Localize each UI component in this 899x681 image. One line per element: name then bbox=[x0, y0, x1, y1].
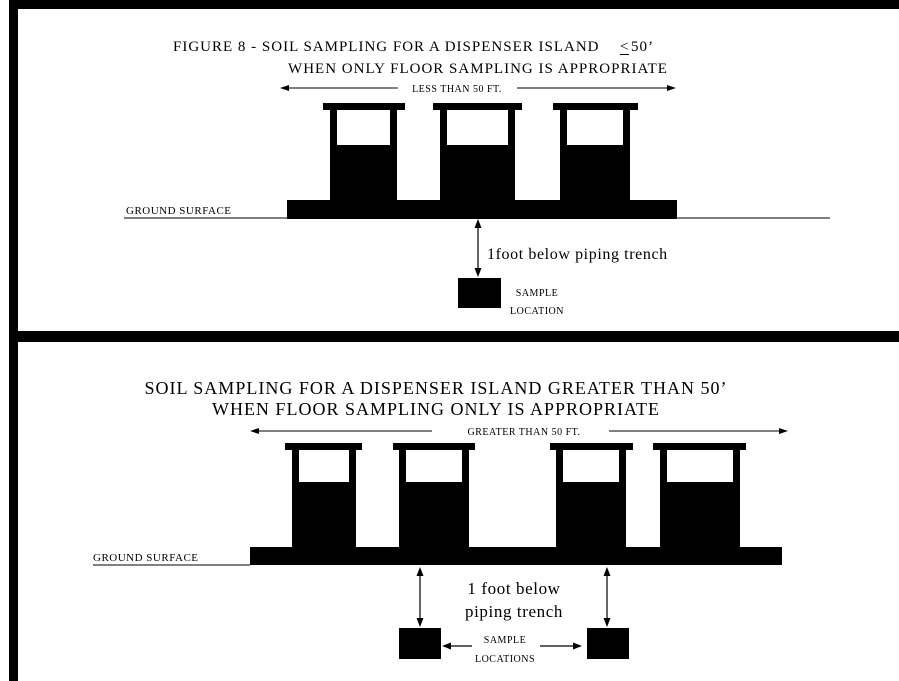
panel2-sample-label-line2: LOCATIONS bbox=[475, 654, 535, 665]
panel2-sample-pointer-left bbox=[442, 642, 472, 650]
panel2-depth-arrow-right bbox=[603, 567, 611, 627]
panel1-depth-arrow bbox=[474, 219, 482, 277]
panel2-title-line1: SOIL SAMPLING FOR A DISPENSER ISLAND GRE… bbox=[144, 378, 727, 398]
panel2-sample-location-left bbox=[399, 628, 441, 659]
frame-top-border bbox=[9, 0, 899, 9]
figure-frame bbox=[9, 0, 899, 681]
panel2-ground-surface-label: GROUND SURFACE bbox=[93, 552, 199, 564]
panel2-island-slab bbox=[250, 547, 782, 565]
panel2-sample-location-right bbox=[587, 628, 629, 659]
panel2-dispenser-1 bbox=[285, 443, 362, 548]
panel1-dispenser-2 bbox=[433, 103, 522, 201]
panel2-sample-pointer-right bbox=[540, 642, 582, 650]
panel1-sample-location-marker bbox=[458, 278, 501, 308]
panel1-dispenser-3 bbox=[553, 103, 638, 201]
panel1-title-line1: FIGURE 8 - SOIL SAMPLING FOR A DISPENSER… bbox=[173, 39, 600, 55]
panel2-width-label: GREATER THAN 50 FT. bbox=[467, 427, 580, 438]
panel-less-than-50ft: FIGURE 8 - SOIL SAMPLING FOR A DISPENSER… bbox=[124, 39, 830, 317]
panel1-depth-note: 1foot below piping trench bbox=[487, 246, 668, 263]
panel1-sample-label-line2: LOCATION bbox=[510, 306, 564, 317]
panel1-island-slab bbox=[287, 200, 677, 219]
panel2-depth-arrow-left bbox=[416, 567, 424, 627]
panel1-title-line2: WHEN ONLY FLOOR SAMPLING IS APPROPRIATE bbox=[288, 61, 668, 77]
panel1-ground-surface-label: GROUND SURFACE bbox=[126, 205, 232, 217]
panel2-depth-note-line1: 1 foot below bbox=[467, 579, 560, 598]
panel2-dispenser-2 bbox=[393, 443, 475, 548]
panel1-le-underline bbox=[620, 54, 629, 55]
panel2-dispenser-3 bbox=[550, 443, 633, 548]
panel1-width-dimension bbox=[280, 85, 676, 91]
panel1-title-le-value: 50’ bbox=[631, 39, 654, 55]
panel2-depth-note-line2: piping trench bbox=[465, 602, 563, 621]
panel2-width-dimension bbox=[250, 428, 788, 434]
panel1-sample-label-line1: SAMPLE bbox=[516, 288, 558, 299]
panel-divider bbox=[9, 331, 899, 342]
panel-greater-than-50ft: SOIL SAMPLING FOR A DISPENSER ISLAND GRE… bbox=[93, 378, 788, 665]
panel2-dispenser-4 bbox=[653, 443, 746, 548]
panel2-sample-label-line1: SAMPLE bbox=[484, 635, 526, 646]
panel1-dispenser-1 bbox=[323, 103, 405, 201]
panel1-title-le-symbol: < bbox=[620, 39, 629, 55]
panel2-title-line2: WHEN FLOOR SAMPLING ONLY IS APPROPRIATE bbox=[212, 399, 660, 419]
panel1-width-label: LESS THAN 50 FT. bbox=[412, 84, 502, 95]
